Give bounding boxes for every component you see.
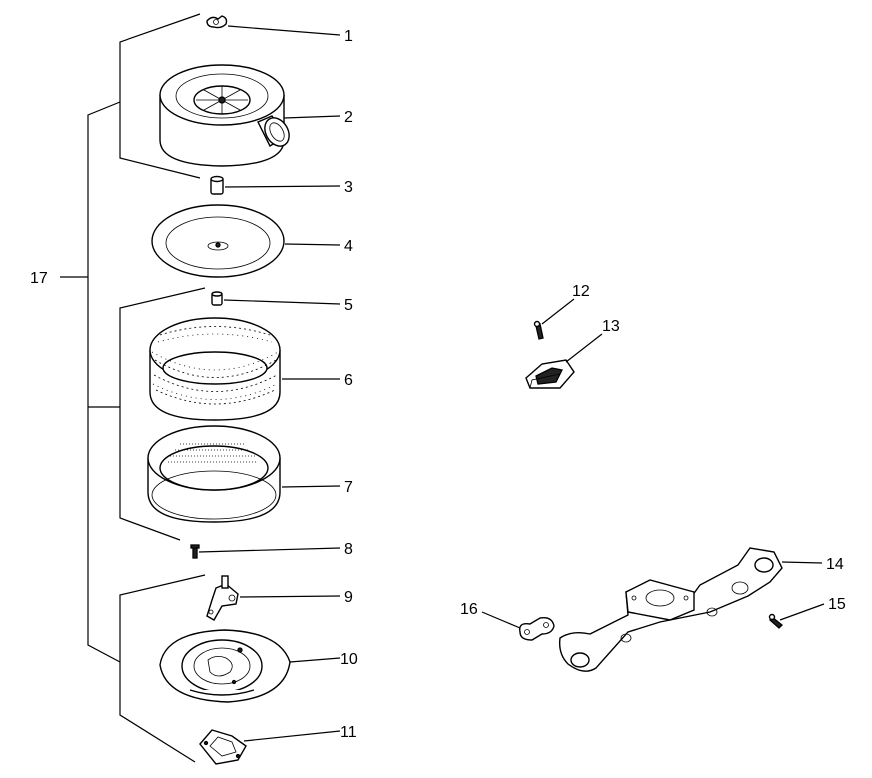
- part-9-bracket: [206, 575, 239, 621]
- part-1-wing-nut: [206, 15, 228, 29]
- callout-15: 15: [828, 596, 846, 613]
- part-12-pin: [533, 320, 544, 340]
- leader-lines: [198, 25, 825, 742]
- part-15-screw: [768, 613, 783, 629]
- callout-8: 8: [344, 541, 353, 558]
- part-13-rubber-block: [525, 359, 575, 389]
- callout-16: 16: [460, 601, 478, 618]
- part-16-flange-gasket: [519, 616, 555, 641]
- part-2-air-cleaner-cover: [159, 64, 290, 167]
- callout-13: 13: [602, 318, 620, 335]
- callout-10: 10: [340, 651, 358, 668]
- callout-14: 14: [826, 556, 844, 573]
- callout-11: 11: [340, 724, 357, 741]
- callout-9: 9: [344, 589, 353, 606]
- part-11-gasket: [199, 729, 247, 765]
- part-14-intake-manifold: [558, 547, 783, 672]
- callout-3: 3: [344, 179, 353, 196]
- part-6-foam-prefilter: [149, 317, 281, 421]
- part-10-air-box-base: [159, 629, 291, 703]
- callout-12: 12: [572, 283, 590, 300]
- callout-17: 17: [30, 270, 48, 287]
- callout-7: 7: [344, 479, 353, 496]
- callout-1: 1: [344, 28, 353, 45]
- part-7-air-filter-element: [147, 425, 281, 523]
- part-8-screw: [190, 544, 200, 559]
- callout-5: 5: [344, 297, 353, 314]
- assembly-bracket-17: [60, 101, 121, 663]
- callout-6: 6: [344, 372, 353, 389]
- sub-bracket-bottom: [119, 574, 206, 763]
- callout-2: 2: [344, 109, 353, 126]
- callout-4: 4: [344, 238, 353, 255]
- part-5-spacer: [211, 291, 223, 306]
- sub-bracket-middle: [119, 287, 206, 541]
- part-3-spacer: [210, 175, 224, 195]
- part-4-filter-lid: [151, 204, 285, 278]
- sub-bracket-top: [119, 13, 201, 179]
